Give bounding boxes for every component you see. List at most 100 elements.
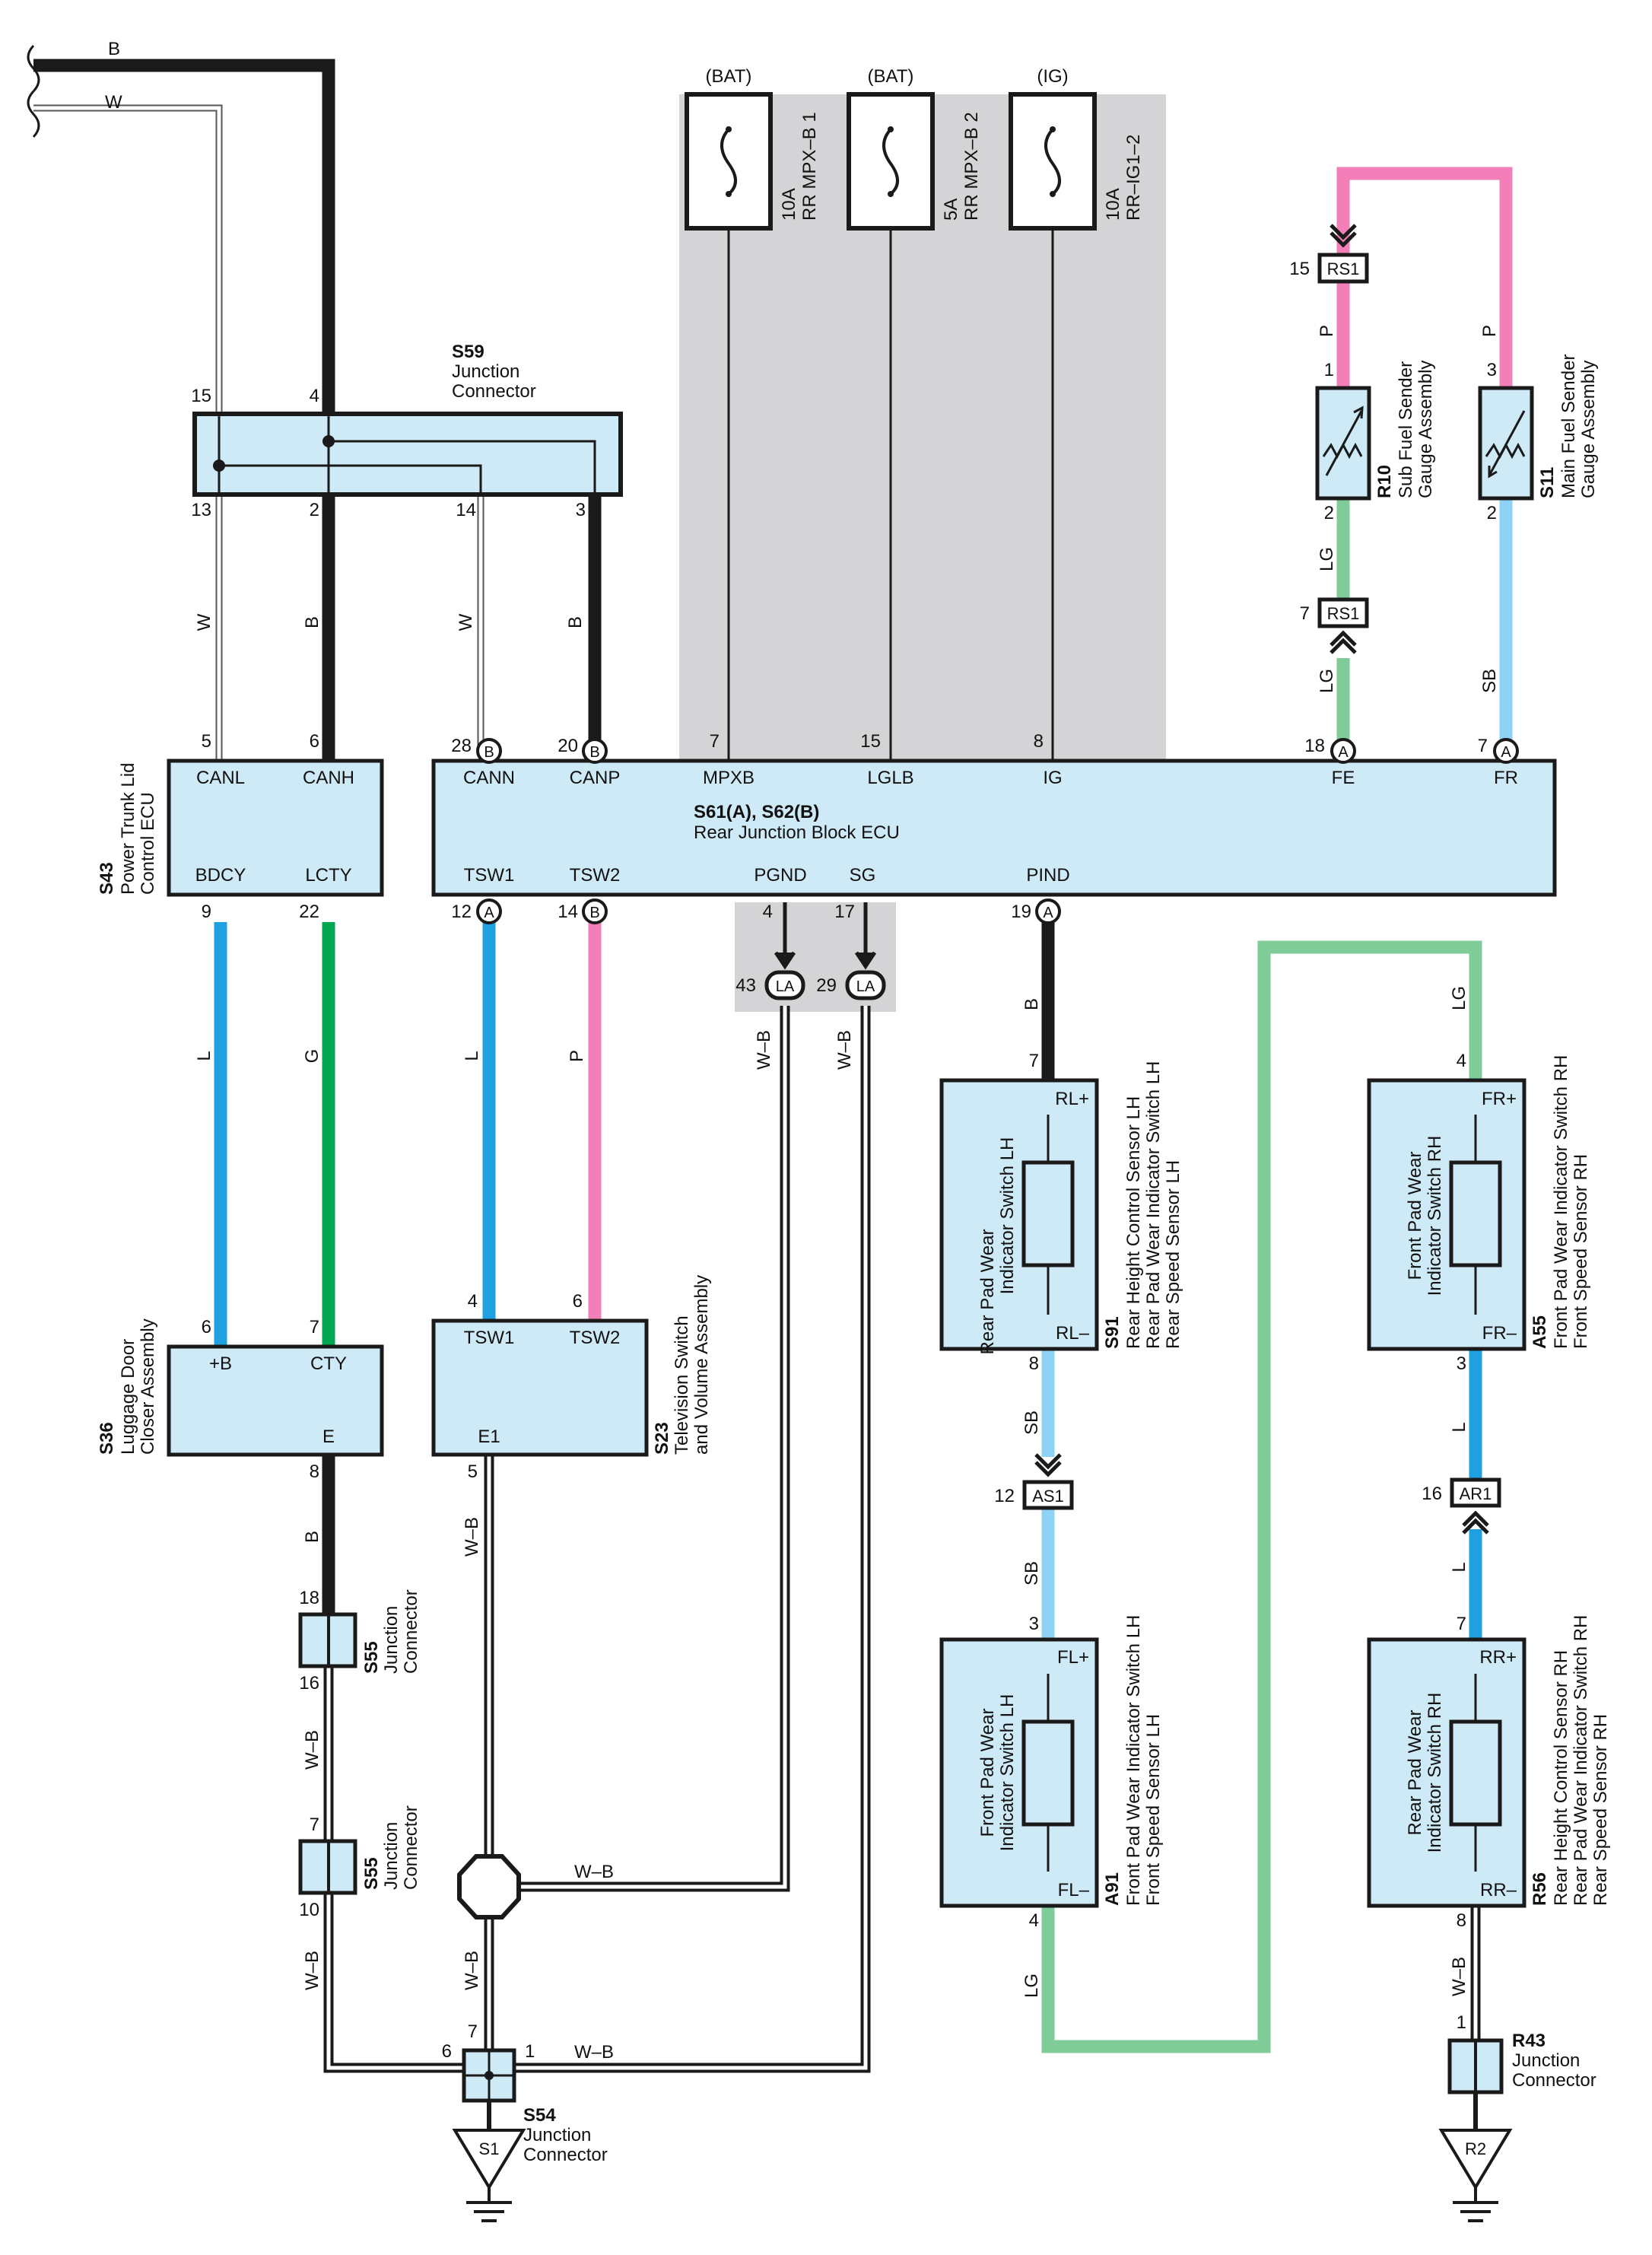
s59-pin4: 4: [310, 386, 319, 406]
r10-code: R10: [1374, 465, 1395, 498]
a55-line1: Front Pad Wear Indicator Switch RH: [1551, 1055, 1571, 1349]
ecu-pin7b: 7: [1478, 736, 1488, 756]
wire-label-wb-s54: W–B: [462, 1951, 482, 1990]
s55b-pin10: 10: [299, 1900, 319, 1920]
s23-tsw1: TSW1: [464, 1328, 515, 1348]
r10-pin2: 2: [1324, 503, 1334, 523]
wire-label-w-1: W: [194, 613, 214, 631]
wire-label-wb-s54-right: W–B: [574, 2042, 614, 2063]
s55a-pin16: 16: [299, 1673, 319, 1694]
fuse2-source: (BAT): [868, 66, 914, 87]
ecu-tsw2: TSW2: [570, 865, 621, 886]
r56-sensor: [1367, 1637, 1527, 1908]
s91-line2: Rear Pad Wear Indicator Switch LH: [1143, 1061, 1164, 1349]
s91-rlp: RL+: [1055, 1089, 1089, 1109]
fuse-rr-mpx-b2: [847, 92, 935, 231]
wire-label-l-bdcy: L: [194, 1051, 214, 1061]
a91-inner2: Indicator Switch LH: [997, 1694, 1018, 1852]
s91-pin8: 8: [1029, 1353, 1039, 1374]
s43-pin22: 22: [299, 902, 319, 922]
s91-pin7: 7: [1029, 1051, 1039, 1071]
s59-name1: Junction: [452, 361, 519, 382]
s43-box: [167, 759, 384, 897]
rs1-pin7: 7: [1300, 603, 1310, 624]
la43-code: LA: [776, 978, 795, 995]
s43-code: S43: [97, 862, 117, 895]
wire-label-lg-r10: LG: [1317, 547, 1337, 571]
wire-label-l-a55: L: [1449, 1422, 1469, 1432]
s54-dot: [484, 2071, 494, 2080]
la29-code: LA: [856, 978, 875, 995]
ground-s1-symbol: [452, 2129, 526, 2222]
wire-label-w-2: W: [456, 613, 476, 631]
s54-pin7: 7: [468, 2021, 478, 2042]
s43-lcty: LCTY: [305, 865, 351, 886]
a91-flm: FL–: [1058, 1880, 1090, 1900]
s23-e1: E1: [478, 1426, 500, 1447]
ecu-canp: CANP: [570, 768, 621, 788]
wire-p-fuel-loop: [1336, 167, 1513, 388]
wire-label-b-1: B: [302, 616, 322, 628]
wire-label-p-r10: P: [1317, 325, 1337, 337]
ground-r2-symbol: [1438, 2129, 1513, 2222]
as1-code: AS1: [1032, 1487, 1064, 1506]
wire-label-wb-s55: W–B: [302, 1730, 322, 1770]
la43-box: [764, 970, 805, 1000]
s43-pin9: 9: [202, 902, 211, 922]
wire-label-wb-splice: W–B: [574, 1862, 614, 1882]
s36-name1: Luggage Door: [118, 1339, 138, 1455]
a55-code: A55: [1530, 1315, 1550, 1349]
fuse-rr-ig1-2: [1009, 92, 1097, 231]
s36-box: [167, 1344, 384, 1457]
ar1-code: AR1: [1460, 1484, 1492, 1503]
s59-pin15: 15: [191, 386, 211, 406]
ecu-pin17: 17: [834, 902, 855, 922]
ecu-conn-a-fe: A: [1338, 744, 1349, 761]
r56-line2: Rear Pad Wear Indicator Switch RH: [1571, 1615, 1591, 1906]
r43-name2: Connector: [1512, 2070, 1596, 2091]
r56-pin7: 7: [1457, 1614, 1466, 1634]
s43-canh: CANH: [303, 768, 354, 788]
s55a-code: S55: [361, 1641, 382, 1674]
ecu-lglb: LGLB: [867, 768, 913, 788]
wire-label-top-w: W: [105, 92, 122, 113]
ecu-mpxb: MPXB: [703, 768, 755, 788]
s55a-pin18: 18: [299, 1588, 319, 1608]
a55-line2: Front Speed Sensor RH: [1571, 1154, 1591, 1349]
fuse1-amp: 10A: [779, 188, 799, 221]
r56-rrm: RR–: [1480, 1880, 1517, 1900]
s59-pin14: 14: [456, 500, 476, 520]
a91-flp: FL+: [1057, 1647, 1089, 1668]
s43-name2: Control ECU: [138, 792, 158, 895]
s36-name2: Closer Assembly: [138, 1318, 158, 1455]
s59-pin2: 2: [310, 500, 319, 520]
wire-label-wb-r56: W–B: [1449, 1957, 1469, 1996]
s36-e: E: [322, 1426, 335, 1447]
r10-name2: Gauge Assembly: [1415, 361, 1436, 498]
s43-name1: Power Trunk Lid: [118, 763, 138, 895]
s55b-name2: Connector: [401, 1805, 421, 1890]
s11-name1: Main Fuel Sender: [1558, 355, 1579, 498]
rs1-upper: [1317, 224, 1369, 284]
s54-pin1: 1: [525, 2041, 535, 2062]
ecu-pin4: 4: [763, 902, 773, 922]
fuse-lines: [727, 228, 1054, 767]
ecu-name: Rear Junction Block ECU: [694, 822, 900, 843]
s11-name2: Gauge Assembly: [1578, 361, 1599, 498]
s43-pin5: 5: [202, 731, 211, 752]
ecu-fr: FR: [1494, 768, 1518, 788]
s54-name1: Junction: [523, 2125, 591, 2145]
s36-pin7: 7: [310, 1317, 319, 1337]
wire-w-top: [33, 104, 223, 767]
ecu-conn-a-fr: A: [1501, 744, 1511, 761]
ecu-pin8: 8: [1034, 731, 1044, 752]
s91-rlm: RL–: [1056, 1323, 1090, 1344]
ecu-pin15: 15: [860, 731, 881, 752]
ecu-fe: FE: [1332, 768, 1355, 788]
s55a-name1: Junction: [381, 1606, 402, 1674]
r10-pin1: 1: [1324, 360, 1334, 380]
s55b-name1: Junction: [381, 1822, 402, 1890]
wire-label-p-tsw2: P: [567, 1050, 587, 1062]
ecu-conn-a-tsw1: A: [484, 905, 494, 921]
